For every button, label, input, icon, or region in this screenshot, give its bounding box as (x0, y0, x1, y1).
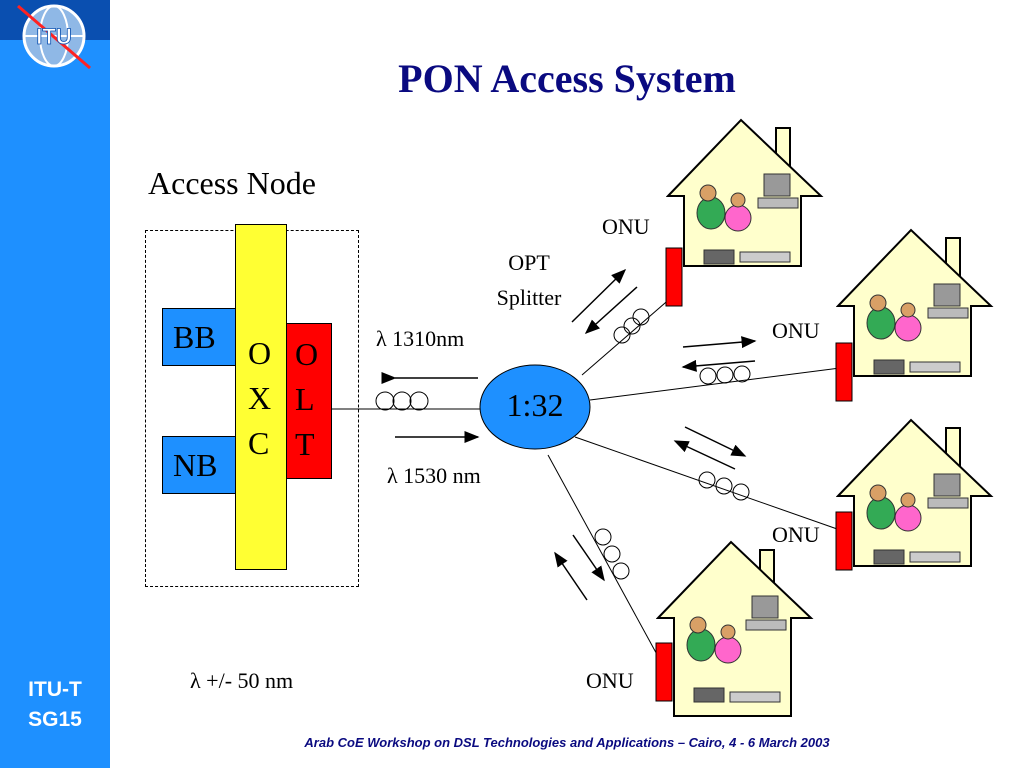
arrow-3-down (684, 426, 747, 457)
drop-fiber-4 (547, 454, 661, 661)
olt-letter-t: T (295, 426, 315, 462)
oxc-letter-x: X (248, 380, 272, 416)
onu-device-2 (835, 342, 853, 402)
bb-block: BB (162, 308, 236, 366)
onu-label-2: ONU (772, 318, 820, 343)
drop-coil-4 (594, 528, 630, 580)
drop-coil-2 (699, 365, 751, 385)
nb-block: NB (162, 436, 236, 494)
access-node-label: Access Node (148, 165, 316, 201)
lambda-symbol-up: λ (376, 326, 387, 351)
drop-fiber-1 (581, 289, 681, 376)
bb-label: BB (173, 319, 216, 355)
oxc-letter-o: O (248, 335, 272, 371)
house-icon (836, 228, 994, 377)
itu-logo: ITU (17, 4, 91, 70)
downstream-wavelength: λ 1530 nm (387, 463, 481, 489)
drop-coil-1 (613, 308, 650, 344)
footer-text: Arab CoE Workshop on DSL Technologies an… (304, 735, 830, 750)
wavelength-tolerance: λ +/- 50 nm (190, 668, 293, 694)
lambda-symbol-down: λ (387, 463, 398, 488)
onu-device-1 (665, 247, 683, 307)
onu-device-3 (835, 511, 853, 571)
sidebar-label-sg15: SG15 (28, 708, 82, 731)
page-title: PON Access System (398, 56, 736, 101)
olt-letter-o: O (295, 336, 319, 372)
arrow-2-up (681, 359, 756, 372)
arrow-4-down (572, 534, 605, 582)
onu-label-4: ONU (586, 668, 634, 693)
logo-text: ITU (36, 24, 71, 49)
onu-label-1: ONU (602, 214, 650, 239)
arrow-1-up (571, 268, 627, 323)
splitter-label-opt: OPT (508, 250, 550, 275)
olt-block: O L T (286, 323, 332, 479)
drop-fiber-2 (589, 367, 841, 401)
oxc-block: O X C (235, 224, 287, 570)
arrow-2-down (682, 336, 757, 349)
sidebar-label-itut: ITU-T (28, 678, 82, 701)
onu-device-4 (655, 642, 673, 702)
onu-label-3: ONU (772, 522, 820, 547)
arrow-4-up (554, 551, 588, 601)
lambda-symbol-tolerance: λ (190, 668, 201, 693)
upstream-wavelength-value: 1310nm (392, 326, 465, 351)
drop-coil-3 (698, 471, 750, 501)
tolerance-value: +/- 50 nm (206, 668, 294, 693)
splitter-node (479, 364, 591, 450)
oxc-letter-c: C (248, 425, 270, 461)
drop-fiber-3 (574, 436, 841, 531)
splitter-label-splitter: Splitter (496, 285, 562, 310)
sidebar: ITU ITU-T SG15 (0, 0, 110, 768)
upstream-wavelength: λ 1310nm (376, 326, 464, 352)
olt-letter-l: L (295, 381, 315, 417)
arrow-1-down (584, 286, 638, 335)
house-icon (666, 118, 824, 267)
house-icon (656, 540, 814, 717)
feeder-coil (375, 391, 429, 411)
house-icon (836, 418, 994, 567)
splitter-ratio: 1:32 (506, 387, 564, 423)
downstream-wavelength-value: 1530 nm (403, 463, 481, 488)
nb-label: NB (173, 447, 218, 483)
arrow-3-up (673, 440, 736, 470)
